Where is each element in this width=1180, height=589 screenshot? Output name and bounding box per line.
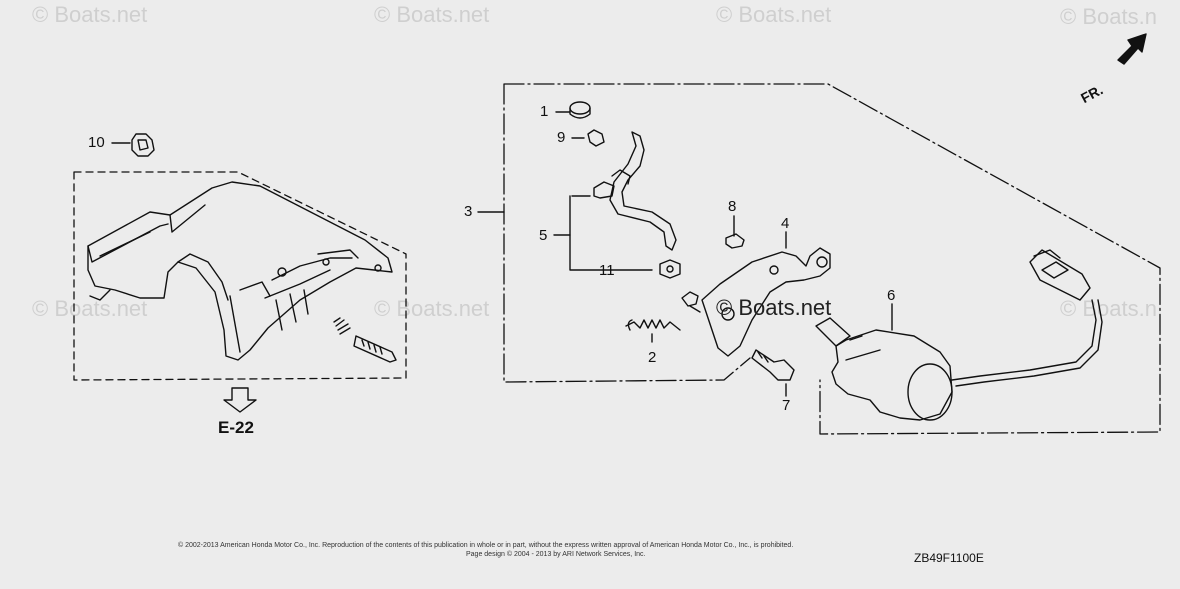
- cap-part-1: [569, 101, 591, 119]
- callout-6: 6: [887, 287, 896, 304]
- bolt-part-8: [725, 233, 745, 249]
- callout-8: 8: [728, 198, 737, 215]
- watermark-mid-1: © Boats.net: [32, 296, 148, 321]
- callout-3: 3: [464, 203, 473, 220]
- reference-label: E-22: [218, 418, 254, 437]
- bracket-part-4: [681, 247, 831, 357]
- callout-4: 4: [781, 215, 790, 232]
- right-assembly-boundary: [503, 83, 1161, 435]
- diagram-code: ZB49F1100E: [914, 551, 984, 565]
- callout-9: 9: [557, 129, 566, 146]
- connector-part: [1029, 249, 1091, 301]
- watermark-top-4: © Boats.n: [1060, 4, 1157, 29]
- callout-10: 10: [88, 134, 105, 151]
- callout-5: 5: [539, 227, 548, 244]
- clip-part-9: [587, 129, 605, 147]
- watermark-top-2: © Boats.net: [374, 2, 490, 27]
- screw-left: [353, 335, 397, 363]
- watermark-mid-2: © Boats.net: [374, 296, 490, 321]
- callout-11: 11: [599, 262, 615, 279]
- front-direction-arrow-icon: [1117, 33, 1147, 65]
- nut-part-11: [659, 259, 681, 279]
- copyright-line-1: © 2002-2013 American Honda Motor Co., In…: [178, 542, 794, 549]
- solenoid-part-6: [815, 299, 1103, 421]
- watermark-top-3: © Boats.net: [716, 2, 832, 27]
- handle-cover-part: [87, 181, 393, 361]
- callout-7: 7: [782, 397, 791, 414]
- rod-part-5: [593, 131, 677, 251]
- watermark-top-1: © Boats.net: [32, 2, 148, 27]
- bolt-part-7: [751, 349, 795, 381]
- spring-part-2: [625, 319, 681, 331]
- left-assembly-boundary: [73, 171, 407, 381]
- clip-part-10: [131, 133, 155, 157]
- callout-1: 1: [540, 103, 549, 120]
- spring-left: [333, 317, 351, 335]
- callout-2: 2: [648, 349, 657, 366]
- watermark-center: © Boats.net: [716, 295, 832, 320]
- copyright-line-2: Page design © 2004 - 2013 by ARI Network…: [466, 551, 646, 558]
- reference-arrow-icon: [223, 387, 257, 413]
- watermark-mid-4: © Boats.n: [1060, 296, 1157, 321]
